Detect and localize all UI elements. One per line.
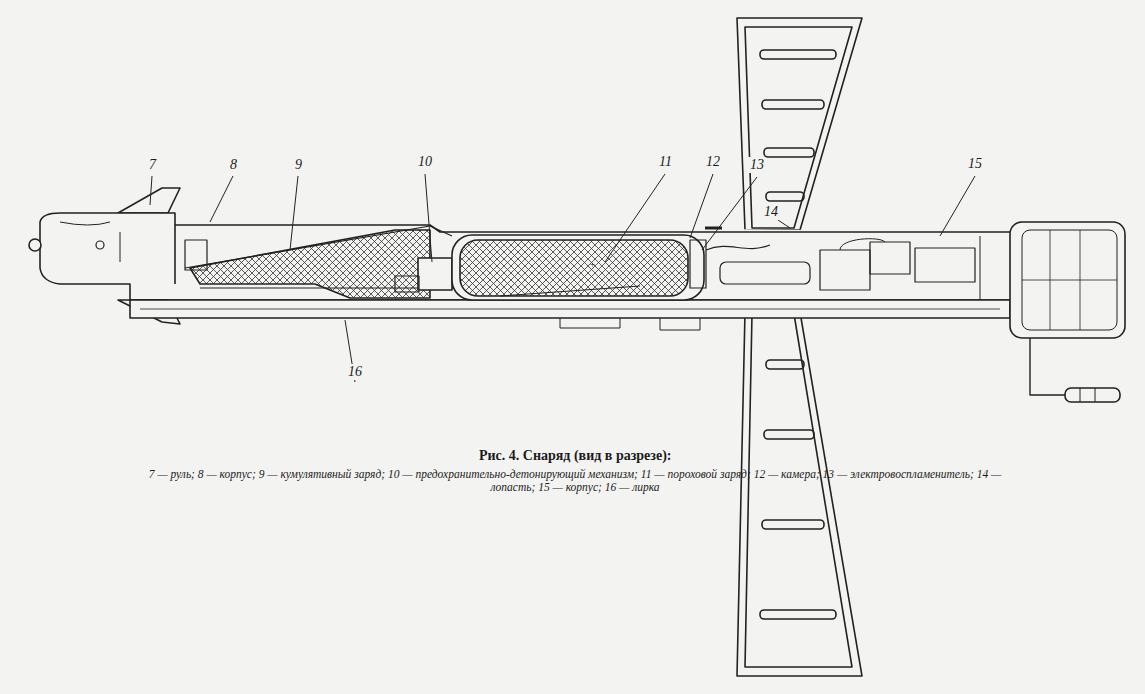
figure-caption: Рис. 4. Снаряд (вид в разрезе): bbox=[479, 447, 671, 464]
callout-number: 16 bbox=[346, 364, 364, 380]
parts-list: 7 — руль; 8 — корпус; 9 — кумулятивный з… bbox=[135, 468, 1015, 494]
callout-number: 14 bbox=[762, 204, 780, 220]
callout-number: 13 bbox=[748, 157, 766, 173]
callout-number: 10 bbox=[416, 154, 434, 170]
plus-mark: + bbox=[590, 259, 595, 269]
callout-number: 12 bbox=[704, 154, 722, 170]
callout-number: 11 bbox=[657, 154, 674, 170]
callout-number: 7 bbox=[147, 157, 158, 173]
callout-number: 8 bbox=[228, 157, 239, 173]
callout-number: 9 bbox=[293, 157, 304, 173]
callout-number: 15 bbox=[966, 156, 984, 172]
